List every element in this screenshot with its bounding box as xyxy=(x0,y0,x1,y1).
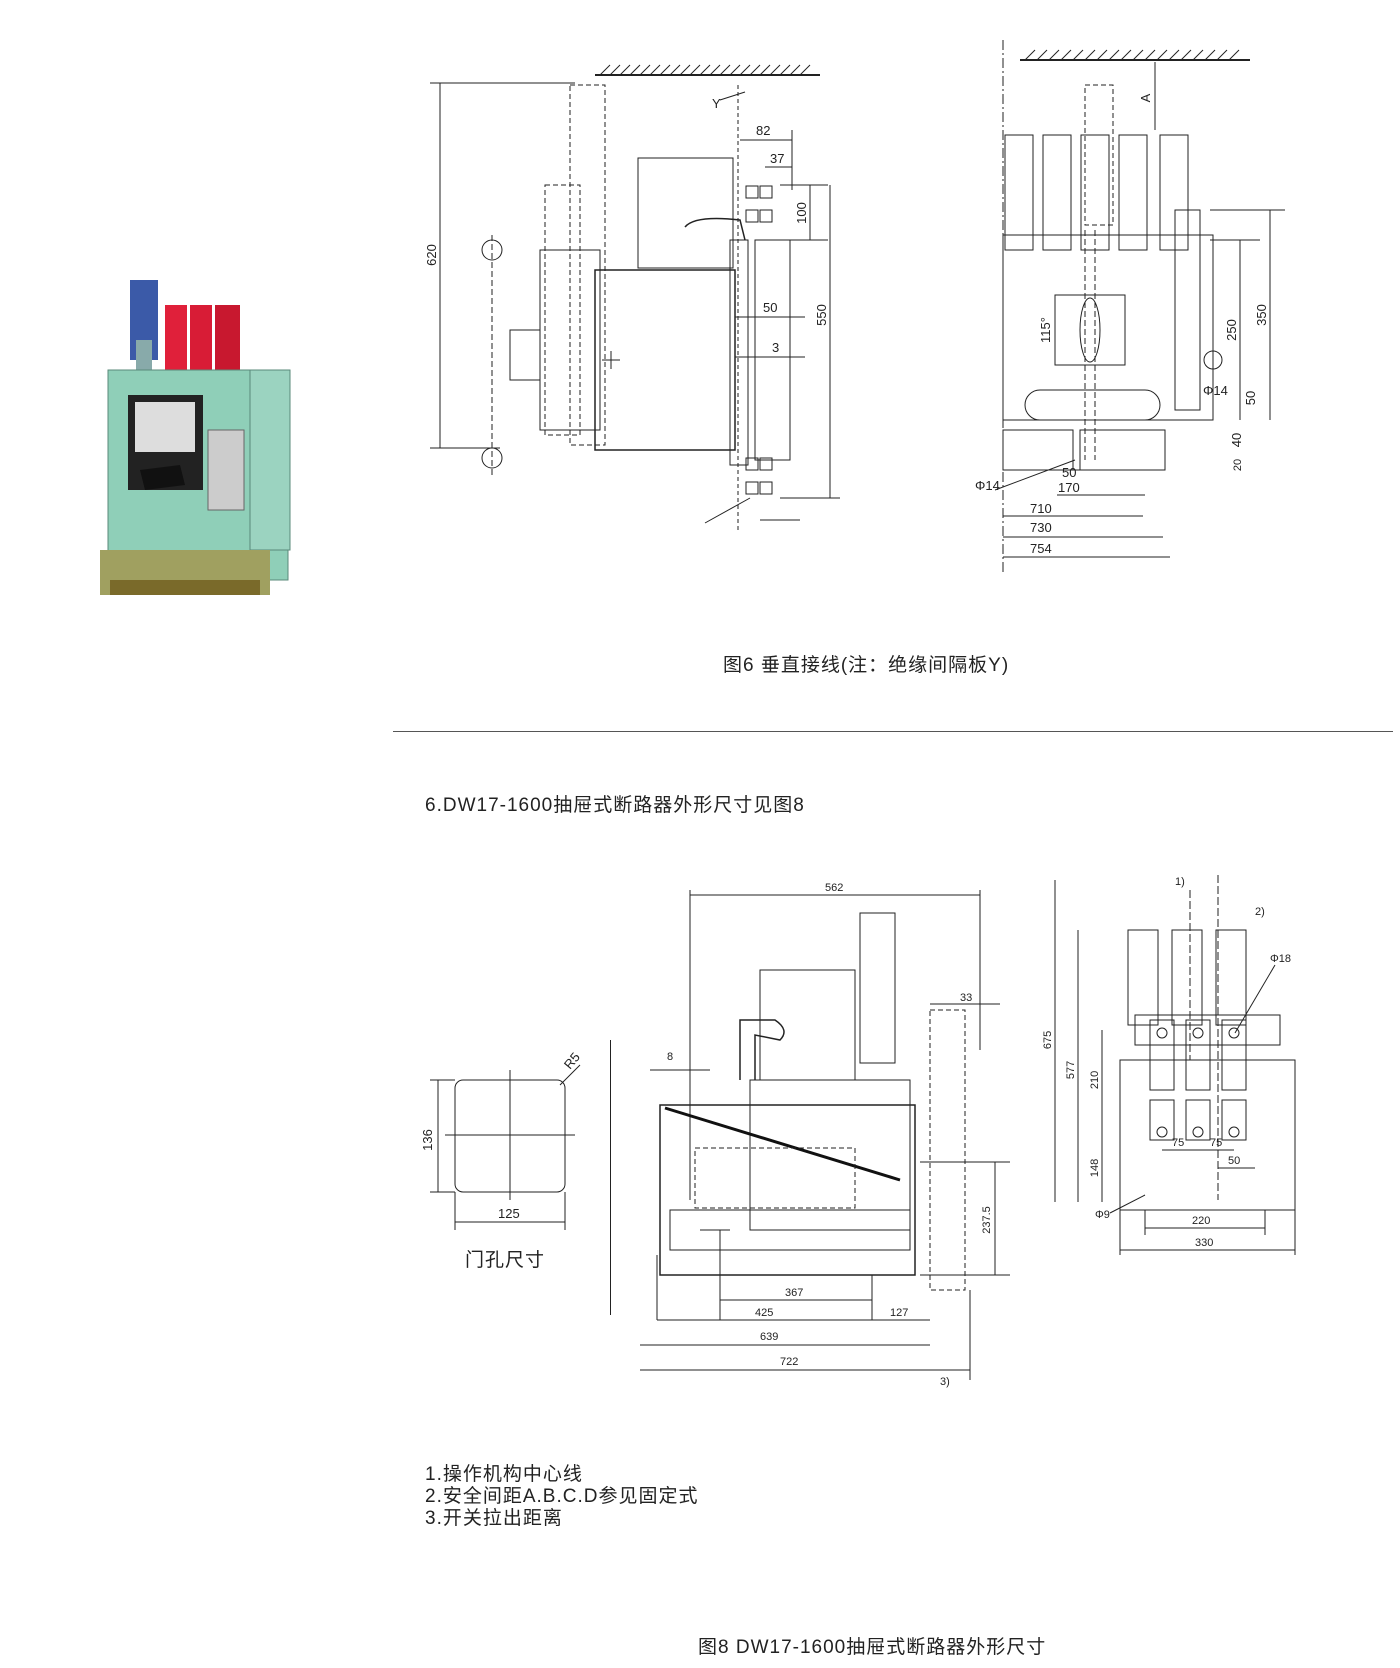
dim-phi14-top: Φ14 xyxy=(1203,383,1228,398)
dim-350: 350 xyxy=(1254,304,1269,326)
dim-115deg: 115° xyxy=(1038,317,1053,343)
dim-phi9: Φ9 xyxy=(1095,1209,1110,1221)
dim-50-fig8: 50 xyxy=(1228,1155,1240,1167)
note-line-1: 1.操作机构中心线 xyxy=(425,1464,583,1485)
dim-550: 550 xyxy=(814,304,829,326)
dim-50: 50 xyxy=(763,300,777,315)
dim-675: 675 xyxy=(1042,1031,1054,1049)
dim-37: 37 xyxy=(770,151,784,166)
dim-125: 125 xyxy=(498,1206,520,1221)
dim-20: 20 xyxy=(1232,459,1244,471)
dim-50-bottom: 50 xyxy=(1062,465,1076,480)
dim-425: 425 xyxy=(755,1307,773,1319)
dim-220: 220 xyxy=(1192,1215,1210,1227)
fig8-notes: 1.操作机构中心线 2.安全间距A.B.C.D参见固定式 3.开关拉出距离 xyxy=(425,1464,698,1530)
dim-a: A xyxy=(1138,93,1153,102)
dim-50-front: 50 xyxy=(1243,391,1258,405)
note-3: 3) xyxy=(940,1376,950,1388)
dim-237-5: 237.5 xyxy=(981,1206,993,1234)
dim-100: 100 xyxy=(794,202,809,224)
fig6-side-view: 620 Y 82 37 100 550 50 3 xyxy=(424,64,840,530)
dim-170: 170 xyxy=(1058,480,1080,495)
fig8-caption: 图8 DW17-1600抽屉式断路器外形尺寸 xyxy=(698,1637,1047,1658)
door-hole-label: 门孔尺寸 xyxy=(465,1250,546,1271)
dim-8: 8 xyxy=(667,1051,673,1063)
fig6-front-view: A 115° 250 350 Φ14 50 40 20 Φ14 50 170 7… xyxy=(975,40,1285,575)
fig6-caption: 图6 垂直接线(注：绝缘间隔板Y) xyxy=(723,655,1010,676)
dim-577: 577 xyxy=(1065,1061,1077,1079)
dim-75-b: 75 xyxy=(1210,1137,1222,1149)
fig8-side-view: 562 33 8 237.5 367 425 127 639 722 3) xyxy=(640,882,1010,1388)
circuit-breaker-photo xyxy=(100,280,291,595)
dim-620: 620 xyxy=(424,244,439,266)
dim-710: 710 xyxy=(1030,501,1052,516)
section-6-title: 6.DW17-1600抽屉式断路器外形尺寸见图8 xyxy=(425,795,805,816)
dim-33: 33 xyxy=(960,992,972,1004)
dim-639: 639 xyxy=(760,1331,778,1343)
label-y: Y xyxy=(712,96,721,111)
dim-250: 250 xyxy=(1224,319,1239,341)
dim-367: 367 xyxy=(785,1287,803,1299)
dim-754: 754 xyxy=(1030,541,1052,556)
dim-210: 210 xyxy=(1089,1071,1101,1089)
dim-40: 40 xyxy=(1229,433,1244,447)
dim-136: 136 xyxy=(420,1129,435,1151)
section-divider xyxy=(393,731,1393,732)
dim-330: 330 xyxy=(1195,1237,1213,1249)
dim-82: 82 xyxy=(756,123,770,138)
dim-75-a: 75 xyxy=(1172,1137,1184,1149)
note-1: 1) xyxy=(1175,876,1185,888)
dim-3: 3 xyxy=(772,340,779,355)
dim-562: 562 xyxy=(825,882,843,894)
dim-phi18: Φ18 xyxy=(1270,953,1291,965)
dim-148: 148 xyxy=(1089,1159,1101,1177)
dim-phi14-bottom: Φ14 xyxy=(975,478,1000,493)
fig8-front-view: 1) 2) Φ18 675 577 210 148 75 75 50 Φ9 22… xyxy=(1042,875,1296,1255)
dim-730: 730 xyxy=(1030,520,1052,535)
dim-127: 127 xyxy=(890,1307,908,1319)
note-2: 2) xyxy=(1255,906,1265,918)
note-line-3: 3.开关拉出距离 xyxy=(425,1508,563,1529)
note-line-2: 2.安全间距A.B.C.D参见固定式 xyxy=(425,1486,699,1507)
door-hole-drawing: 136 125 R5 xyxy=(420,1050,583,1230)
fig8-left-extension xyxy=(610,1040,611,1315)
dim-r5: R5 xyxy=(561,1050,583,1072)
dim-722: 722 xyxy=(780,1356,798,1368)
